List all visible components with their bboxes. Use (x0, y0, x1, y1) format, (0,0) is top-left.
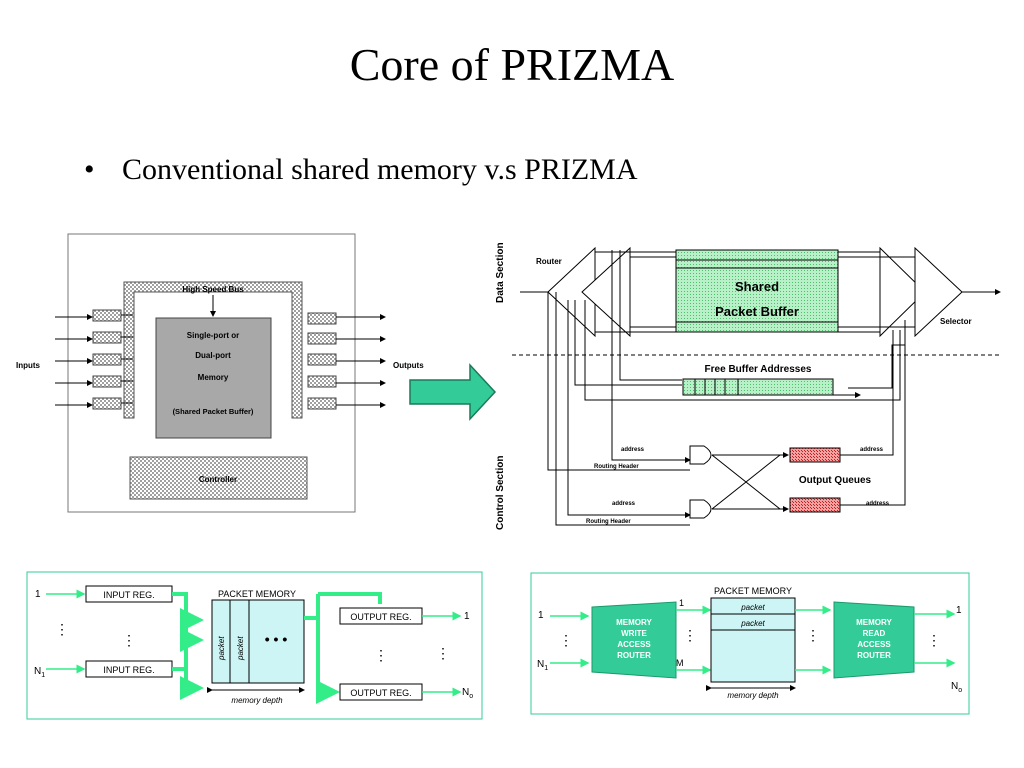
buffer-label-2: Packet Buffer (715, 304, 799, 319)
router-label: Router (536, 257, 562, 266)
address-label-4: address (866, 501, 890, 507)
packet-row-1: packet (740, 603, 765, 612)
address-label-3: address (860, 447, 884, 453)
packet-row-2: packet (740, 619, 765, 628)
control-section-label: Control Section (495, 456, 506, 530)
svg-text:⋮: ⋮ (806, 627, 820, 643)
routing-header-label-1: Routing Header (594, 464, 639, 470)
in-last-label: N1 (34, 666, 45, 679)
packet-col-1: packet (217, 636, 226, 661)
bullet-item: • Conventional shared memory v.s PRIZMA (84, 153, 638, 187)
svg-text:⋮: ⋮ (927, 632, 941, 648)
conventional-diagram: High Speed Bus Single-port or Dual-port … (16, 233, 424, 513)
read-router (833, 601, 915, 679)
memory-depth-label-1: memory depth (231, 696, 283, 705)
bullet-text: Conventional shared memory v.s PRIZMA (122, 153, 638, 186)
packet-memory-block-1 (211, 599, 305, 684)
svg-text:⋮: ⋮ (683, 627, 697, 643)
memory-line-1: Single-port or (187, 331, 239, 340)
buffer-label-1: Shared (735, 279, 779, 294)
output-ports (307, 312, 386, 410)
in-first-label: 1 (35, 589, 41, 600)
out-last-label: No (462, 687, 473, 700)
output-reg-2-label: OUTPUT REG. (350, 688, 411, 698)
selector-triangle-1 (879, 246, 926, 338)
free-address-queue (682, 378, 834, 396)
packet-memory-block-2 (710, 597, 796, 683)
output-queues-label: Output Queues (799, 475, 872, 486)
controller-label: Controller (199, 475, 237, 484)
address-label-1: address (621, 447, 645, 453)
in-ellipsis: ⋮ (55, 621, 69, 637)
slide-title: Core of PRIZMA (349, 39, 675, 90)
row-first-label: 1 (679, 598, 684, 608)
r-out-first-label: 1 (956, 605, 962, 616)
bullet-dot: • (84, 153, 95, 186)
inputs-label: Inputs (16, 361, 41, 370)
write-router-3: ACCESS (617, 640, 651, 649)
access-router-diagram: 1 N1 ⋮ MEMORY WRITE ACCESS ROUTER 1 M ⋮ … (530, 572, 970, 715)
write-router-4: ROUTER (617, 651, 651, 660)
write-router-2: WRITE (621, 629, 647, 638)
read-router-3: ACCESS (857, 640, 891, 649)
out-first-label: 1 (464, 611, 470, 622)
high-speed-bus (123, 281, 303, 419)
address-label-2: address (612, 501, 636, 507)
register-memory-diagram: 1 N1 ⋮ INPUT REG. INPUT REG. ⋮ PACKET ME… (26, 571, 483, 720)
write-router-1: MEMORY (616, 618, 652, 627)
write-router (591, 601, 677, 679)
selector-triangle-2 (914, 246, 963, 338)
output-queue-2 (789, 497, 841, 513)
input-reg-2-label: INPUT REG. (103, 665, 154, 675)
controller-block (129, 456, 308, 500)
memory-line-2: Dual-port (195, 351, 231, 360)
free-addresses-label: Free Buffer Addresses (705, 364, 812, 375)
memory-block (155, 317, 272, 439)
svg-text:⋮: ⋮ (374, 647, 388, 663)
r-out-last-label: No (951, 681, 962, 694)
packet-memory-label-1: PACKET MEMORY (218, 589, 296, 599)
memory-depth-label-2: memory depth (727, 691, 779, 700)
outputs-label: Outputs (393, 361, 424, 370)
output-queue-1 (789, 447, 841, 463)
read-router-1: MEMORY (856, 618, 892, 627)
bus-label: High Speed Bus (182, 285, 244, 294)
svg-text:⋮: ⋮ (559, 632, 573, 648)
packet-col-2: packet (236, 636, 245, 661)
r-in-first-label: 1 (538, 610, 544, 621)
read-router-2: READ (863, 629, 886, 638)
r-in-last-label: N1 (537, 659, 548, 672)
output-reg-1-label: OUTPUT REG. (350, 612, 411, 622)
input-ports (55, 309, 133, 410)
demux-gate-1 (689, 445, 712, 465)
prizma-diagram: Data Section Control Section Router Sele… (495, 242, 1001, 530)
svg-text:⋮: ⋮ (436, 645, 450, 661)
svg-text:⋮: ⋮ (122, 632, 136, 648)
shared-packet-buffer (675, 249, 839, 333)
row-last-label: M (676, 658, 684, 668)
memory-line-3: Memory (198, 373, 229, 382)
svg-text:• • •: • • • (265, 631, 288, 647)
selector-label: Selector (940, 317, 972, 326)
data-section-label: Data Section (495, 242, 506, 303)
router-triangle-2 (581, 246, 631, 338)
packet-memory-label-2: PACKET MEMORY (714, 586, 792, 596)
input-reg-1-label: INPUT REG. (103, 590, 154, 600)
read-router-4: ROUTER (857, 651, 891, 660)
routing-header-label-2: Routing Header (586, 519, 631, 525)
memory-sub: (Shared Packet Buffer) (173, 407, 254, 416)
transition-arrow-icon (409, 363, 497, 421)
demux-gate-2 (689, 499, 712, 519)
